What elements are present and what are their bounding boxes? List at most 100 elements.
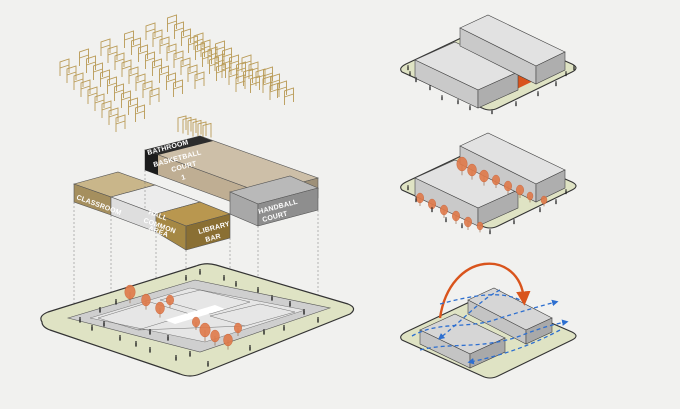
pergola-frame [222, 47, 232, 65]
person [565, 189, 567, 195]
person-silhouette-icon [407, 185, 567, 235]
pergola-frame [100, 38, 111, 56]
pergola-frame [101, 100, 112, 118]
person [469, 105, 471, 111]
pergola-frame [277, 80, 287, 98]
pergola-frame [214, 53, 225, 71]
pergola-frame [121, 59, 132, 77]
pergola-frame [142, 80, 153, 98]
tree [223, 333, 233, 350]
person [263, 329, 265, 335]
person [537, 91, 539, 97]
basketball-label-3: 1 [181, 174, 187, 182]
pergola-frame [135, 104, 145, 122]
tree [210, 329, 220, 346]
pergola-frame [138, 44, 148, 62]
person [289, 301, 291, 307]
pergola-frame [243, 68, 253, 86]
pergola-frame [159, 36, 170, 54]
pergola-frame [195, 42, 205, 60]
pergola-frame [228, 67, 239, 85]
tree [526, 191, 534, 203]
person [441, 95, 443, 101]
tree [452, 210, 460, 224]
person [271, 295, 273, 301]
person [135, 341, 137, 347]
program-blocks: BATHROOM BASKETBALL COURT 1 CLASSROOM HA… [72, 135, 320, 318]
pergola-frame [114, 83, 124, 101]
pergola-frames-icon [59, 14, 294, 140]
person [167, 335, 169, 341]
person [199, 269, 201, 275]
person [539, 207, 541, 213]
main-site-plan [40, 263, 355, 377]
pergola-frame [94, 93, 105, 111]
pergola-frame [149, 87, 160, 105]
pergola-frame [87, 86, 98, 104]
pergola-frame [236, 61, 246, 79]
tree [479, 169, 489, 186]
tree [166, 294, 174, 308]
pergola-frame [209, 56, 219, 74]
pergola-frame [255, 68, 266, 86]
pergola-frame [173, 79, 183, 97]
person [115, 299, 117, 305]
person [429, 85, 431, 91]
pergola-frame [108, 107, 119, 125]
pergola-frame [173, 50, 184, 68]
pergola-frame [159, 65, 169, 83]
pergola-frame [180, 57, 191, 75]
pergola-frame [167, 14, 177, 32]
tree [467, 163, 477, 180]
person [407, 185, 409, 191]
person [573, 65, 575, 71]
pergola-frame [131, 37, 141, 55]
pergola-frame [188, 35, 198, 53]
tree [192, 316, 200, 330]
pergola-frame [152, 58, 162, 76]
pergola-frame [215, 40, 225, 58]
circulation-arrow-icon [438, 262, 531, 319]
pergola-frame [193, 32, 204, 50]
tree [476, 221, 484, 233]
pergola-frame [181, 28, 191, 46]
person [223, 275, 225, 281]
pergola-frame [59, 58, 70, 76]
pergola-frame [114, 52, 125, 70]
tree [492, 174, 500, 188]
person-silhouette-icon [79, 269, 319, 367]
person [317, 317, 319, 323]
person [555, 199, 557, 205]
tree [516, 184, 524, 198]
person [489, 229, 491, 235]
tree [540, 195, 548, 207]
pergola-frame [174, 21, 184, 39]
pergola-frame [194, 71, 205, 89]
person [149, 329, 151, 335]
person [431, 207, 433, 213]
tree [199, 322, 211, 342]
pergola-frame [248, 61, 259, 79]
massing-diagram-2 [400, 132, 577, 235]
person [283, 325, 285, 331]
person [207, 361, 209, 367]
person [491, 109, 493, 115]
person [249, 345, 251, 351]
person [555, 81, 557, 87]
pergola-frame [207, 46, 218, 64]
pergola-frame [152, 29, 163, 47]
pergola-frame [145, 22, 156, 40]
tree [440, 204, 448, 218]
person [235, 281, 237, 287]
person [303, 309, 305, 315]
pergola-frame [66, 65, 77, 83]
person [79, 317, 81, 323]
pergola-frame [270, 73, 280, 91]
massing-diagram-3 [400, 262, 577, 379]
pergola-frame [115, 114, 126, 132]
person [409, 71, 411, 77]
person [103, 321, 105, 327]
tree [141, 293, 151, 310]
person [407, 65, 409, 71]
pergola-frame [80, 79, 91, 97]
